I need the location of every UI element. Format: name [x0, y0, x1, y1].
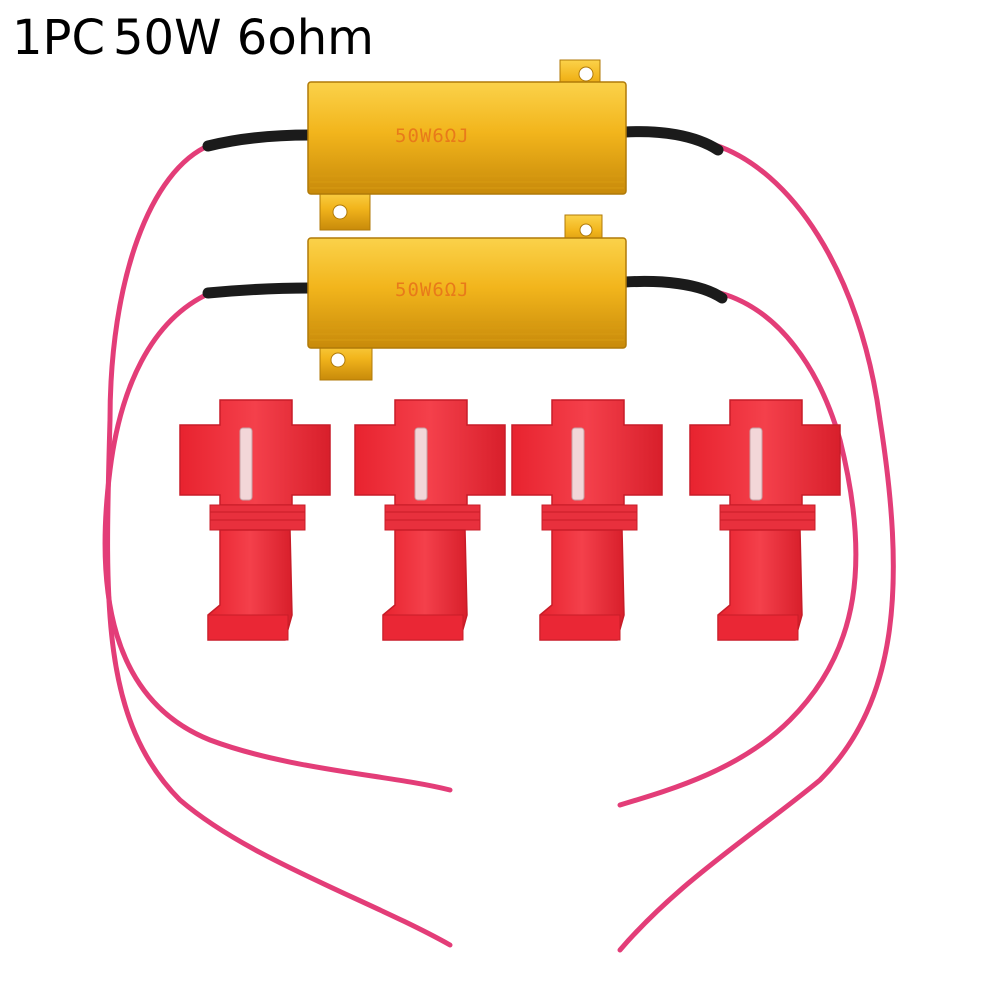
wire-top-left	[105, 142, 453, 948]
tap-connector-1	[179, 399, 331, 641]
wire-top-right	[617, 142, 896, 953]
spec-label: 50W 6ohm	[113, 10, 374, 66]
heat-shrink-top-right	[619, 126, 724, 156]
resistor-top: 50W6ΩJ	[307, 59, 627, 231]
heat-shrink-top-left	[202, 129, 316, 152]
connector-group	[179, 399, 841, 641]
resistor-bottom: 50W6ΩJ	[307, 214, 627, 381]
resistor-marking-bottom: 50W6ΩJ	[395, 279, 470, 301]
quantity-label: 1PC	[12, 10, 105, 66]
wire-group	[102, 142, 896, 953]
resistor-marking-top: 50W6ΩJ	[395, 125, 470, 147]
tap-connector-4	[689, 399, 841, 641]
tap-connector-2	[354, 399, 506, 641]
heat-shrink-bottom-left	[202, 282, 316, 299]
tap-connector-3	[511, 399, 663, 641]
heat-shrink-group	[202, 126, 728, 304]
wire-bottom-left	[102, 290, 453, 793]
wire-bottom-right	[617, 290, 859, 808]
heat-shrink-bottom-right	[619, 275, 728, 304]
